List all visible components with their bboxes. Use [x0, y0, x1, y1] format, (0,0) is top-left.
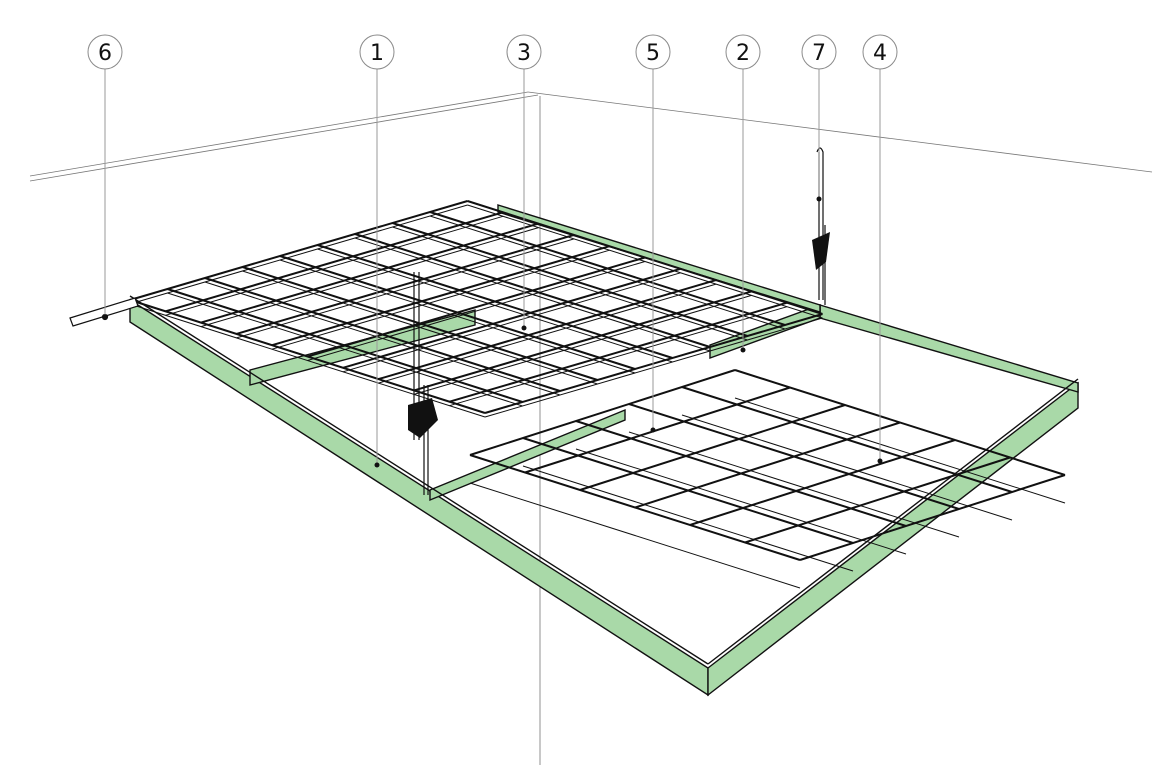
room-edges — [29, 91, 1153, 765]
spring-clip-icon — [812, 232, 830, 270]
callout-label: 7 — [812, 41, 826, 66]
angle-profile — [69, 297, 139, 327]
callout-label: 5 — [646, 41, 660, 66]
callout-label: 1 — [370, 41, 384, 66]
installed-grid — [129, 200, 823, 418]
perimeter-profile — [129, 204, 1079, 697]
callout-4: 4 — [862, 34, 898, 464]
spring-clip-icon — [408, 398, 438, 438]
callout-6: 6 — [87, 34, 123, 320]
callout-7: 7 — [801, 34, 837, 202]
callout-label: 3 — [517, 41, 531, 66]
callout-5: 5 — [635, 34, 671, 433]
hanger-rod-right — [816, 147, 826, 305]
callout-label: 2 — [736, 41, 750, 66]
grid-being-installed — [469, 369, 1066, 589]
callout-label: 4 — [873, 41, 887, 66]
callout-label: 6 — [98, 41, 112, 66]
callout-2: 2 — [725, 34, 761, 353]
callout-3: 3 — [506, 34, 542, 331]
callout-1: 1 — [359, 34, 395, 468]
callouts: 6 1 3 5 2 7 4 — [87, 34, 898, 468]
